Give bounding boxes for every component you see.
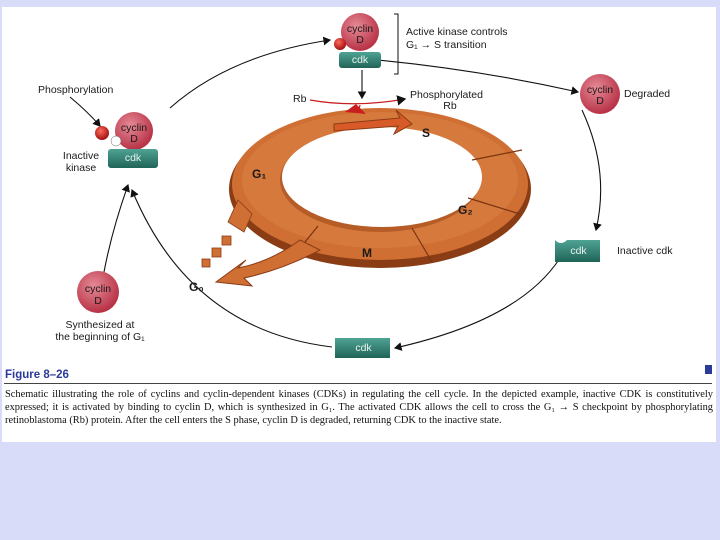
synthesized-label-2: the beginning of G₁: [42, 331, 158, 343]
d-label-synth: D: [80, 295, 116, 307]
caption-rule: [4, 383, 712, 384]
cdk-label-right: cdk: [557, 245, 600, 257]
inactive-kinase-label-1: Inactive: [58, 150, 104, 162]
active-kinase-label-2: G₁ → S transition: [406, 39, 487, 51]
cdk-label-left: cdk: [108, 152, 158, 164]
rb-label: Rb: [293, 93, 306, 105]
g0-exit-arrow: [216, 240, 320, 286]
arrow-right-down: [582, 110, 601, 230]
phase-s-label: S: [422, 127, 430, 139]
arrow-synth-up: [104, 185, 128, 272]
cdk-label-top: cdk: [339, 54, 381, 66]
caption-marker: [705, 365, 712, 374]
d-label-top: D: [344, 34, 376, 46]
figure-title: Figure 8–26: [5, 369, 69, 381]
arrow-top-right: [378, 60, 578, 92]
phosphorylated-rb-label-2: Rb: [430, 100, 470, 112]
phase-g1-label: G₁: [252, 168, 266, 180]
d-label-degraded: D: [583, 95, 617, 107]
inactive-cdk-label: Inactive cdk: [617, 245, 672, 257]
figure-caption: Schematic illustrating the role of cycli…: [5, 388, 713, 427]
arrow-bottom-right: [395, 258, 560, 348]
active-kinase-label-1: Active kinase controls: [406, 26, 508, 38]
arrow-rb-phospho: [310, 99, 405, 104]
cdk-label-bottom: cdk: [337, 342, 390, 354]
inactive-kinase-label-2: kinase: [58, 162, 104, 174]
arrow-phosphorylation: [70, 97, 100, 126]
phosphorylation-label: Phosphorylation: [38, 84, 113, 96]
phase-g0-label: G₀: [189, 281, 204, 293]
phase-g2-label: G₂: [458, 204, 473, 216]
phosphate-left: [95, 126, 109, 140]
d-label-left: D: [118, 133, 150, 145]
cyclin-label-synth: cyclin: [80, 283, 116, 295]
synthesized-label-1: Synthesized at: [45, 319, 155, 331]
degraded-label: Degraded: [624, 88, 670, 100]
phase-m-label: M: [362, 247, 372, 259]
